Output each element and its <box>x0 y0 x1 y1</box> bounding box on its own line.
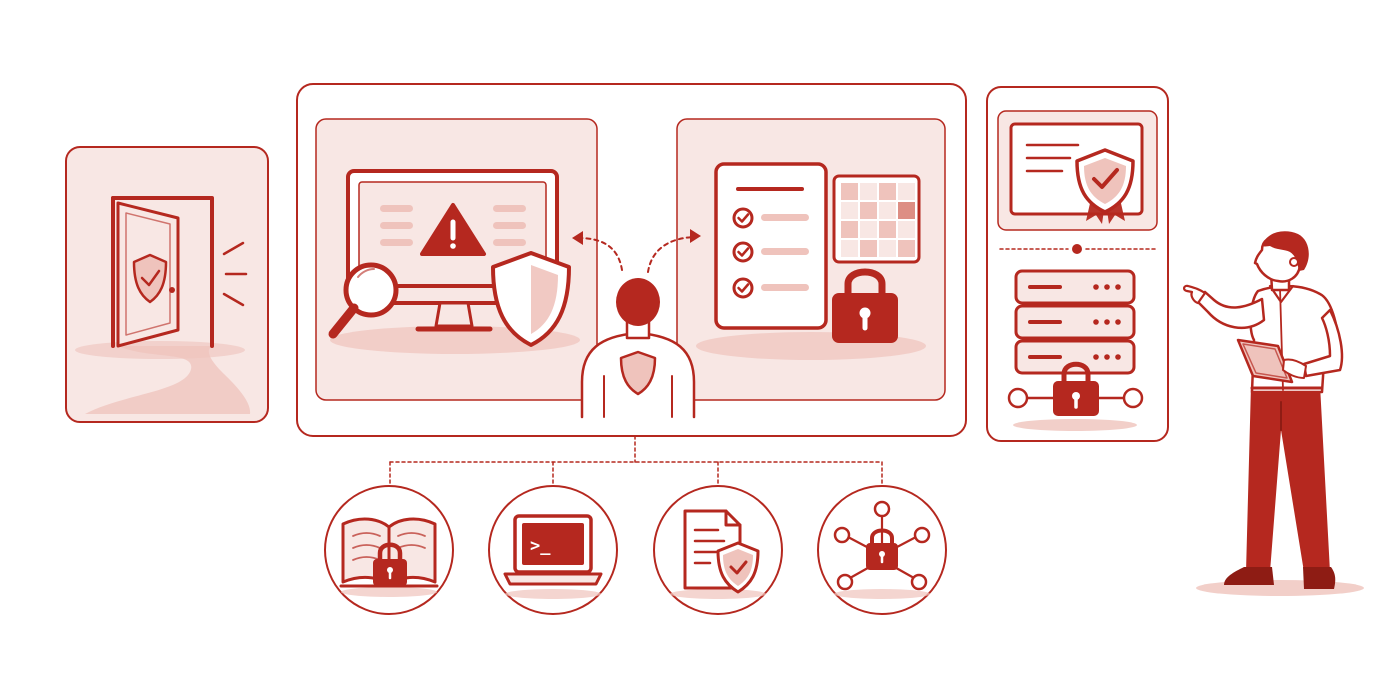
entry-door-panel <box>65 146 269 423</box>
warning-icon <box>420 203 486 256</box>
grid-icon <box>832 174 921 264</box>
checklist-icon <box>714 162 828 330</box>
compliance-subpanel <box>676 118 946 401</box>
grid-cell <box>860 221 877 238</box>
grid-cell <box>860 202 877 219</box>
terminal-icon: >_ <box>488 485 618 615</box>
certificate-subpanel <box>997 110 1158 231</box>
padlock-icon <box>832 268 898 343</box>
grid-cell <box>879 240 896 257</box>
shield-icon <box>491 251 571 347</box>
tree-connectors <box>389 435 883 488</box>
infrastructure-panel <box>986 86 1169 442</box>
central-analysis-panel <box>296 83 967 437</box>
grid-cell <box>879 183 896 200</box>
grid-cell <box>879 221 896 238</box>
grid-cell <box>898 183 915 200</box>
grid-cell <box>898 240 915 257</box>
padlock-icon <box>1053 361 1099 416</box>
person-icon <box>580 278 696 419</box>
grid-cell <box>879 202 896 219</box>
grid-cell <box>841 240 858 257</box>
shield-check-icon <box>132 253 168 304</box>
badge-icon <box>1075 148 1135 224</box>
grid-cell <box>841 183 858 200</box>
terminal-prompt: >_ <box>530 536 551 556</box>
grid-cell <box>841 202 858 219</box>
book-lock-icon <box>324 485 454 615</box>
grid-cell <box>860 240 877 257</box>
direction-arrows <box>572 229 701 273</box>
presenter-person <box>1182 231 1364 596</box>
grid-cell <box>898 221 915 238</box>
open-door-icon <box>85 196 251 414</box>
tablet-icon <box>1236 338 1294 384</box>
grid-cell <box>860 183 877 200</box>
server-rack-icon <box>1007 269 1144 431</box>
connector-line <box>999 244 1156 254</box>
magnifier-icon <box>328 262 399 339</box>
grid-cell <box>898 202 915 219</box>
threat-detection-subpanel <box>315 118 598 401</box>
grid-cell <box>841 221 858 238</box>
document-shield-icon <box>653 485 783 615</box>
network-lock-icon <box>817 485 947 615</box>
motion-lines <box>222 241 248 307</box>
